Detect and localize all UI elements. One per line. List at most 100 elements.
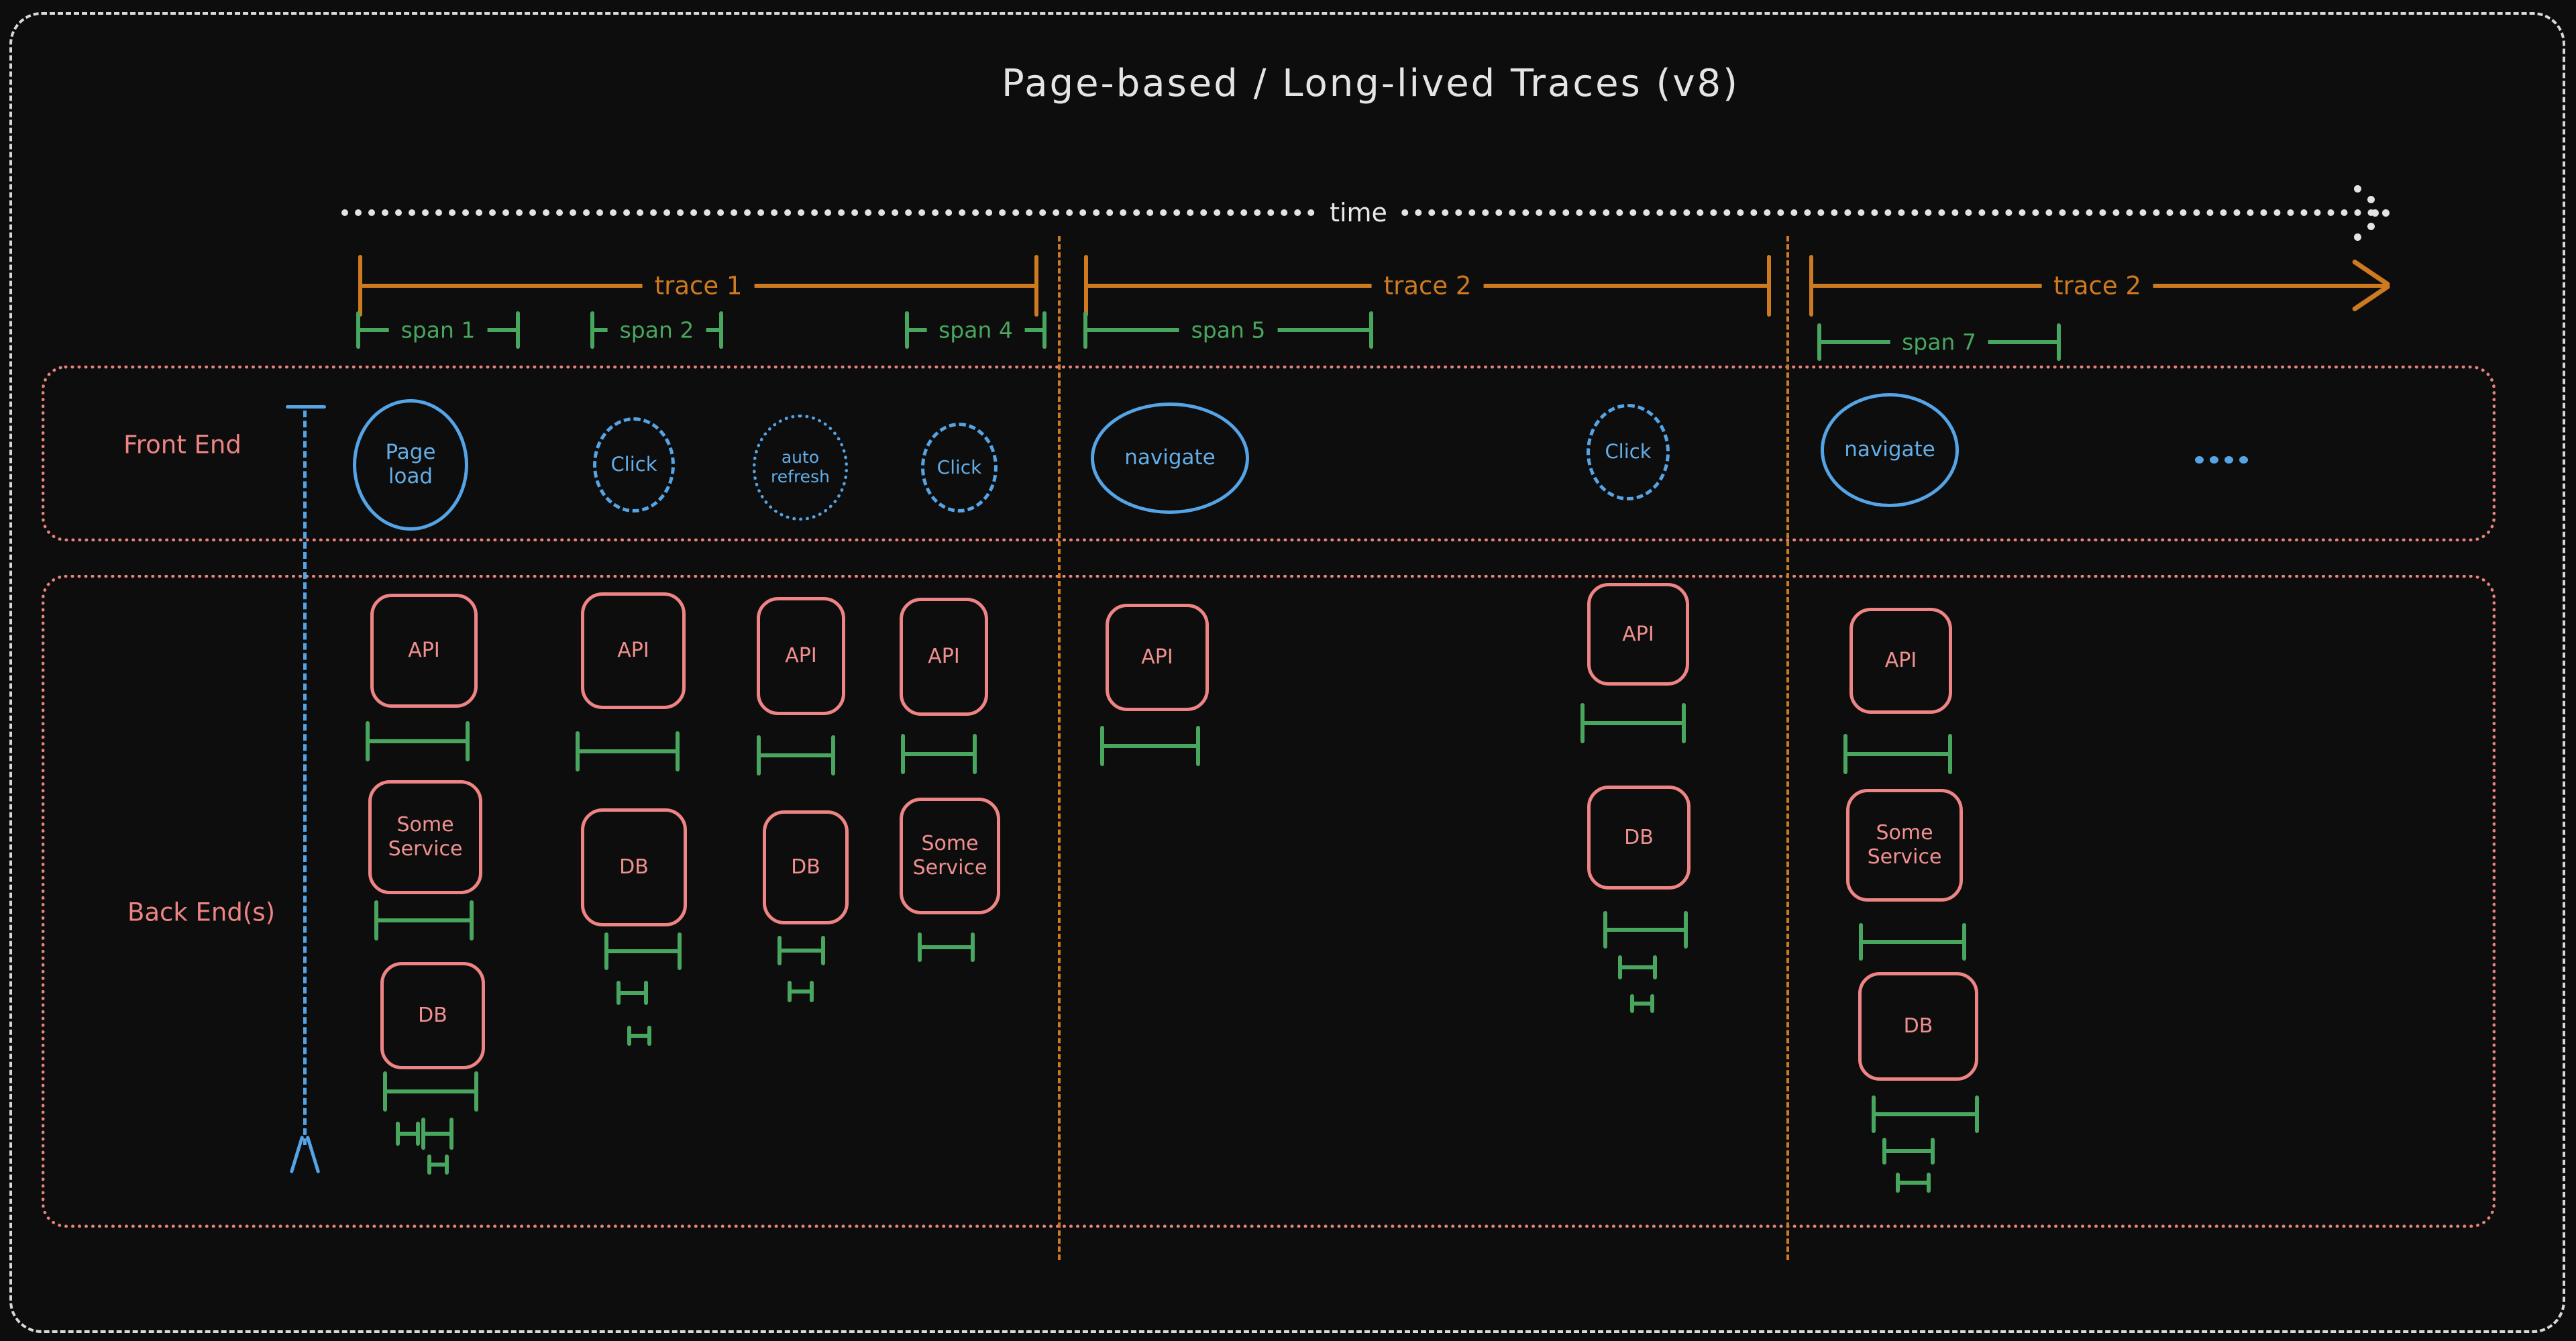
backend-span-bracket bbox=[576, 731, 680, 771]
bracket-line bbox=[1872, 1112, 1979, 1116]
backend-box-db: DB bbox=[763, 810, 849, 924]
frontend-event-page-load: Page load bbox=[353, 399, 468, 531]
frontend-event-click: Click bbox=[593, 417, 675, 513]
backend-span-bracket bbox=[901, 734, 977, 774]
backend-span-bracket bbox=[1618, 955, 1657, 979]
backend-box-some: Some Service bbox=[368, 780, 482, 894]
backend-box-db: DB bbox=[581, 808, 687, 926]
backend-span-bracket bbox=[1872, 1095, 1979, 1133]
ellipsis-dot-icon bbox=[2210, 456, 2218, 464]
backend-span-bracket bbox=[1630, 994, 1654, 1013]
bracket-line bbox=[1603, 928, 1688, 932]
backend-span-bracket bbox=[788, 981, 814, 1002]
ellipsis-dot-icon bbox=[2239, 456, 2248, 464]
frontend-lane-label: Front End bbox=[123, 430, 241, 460]
backend-lane bbox=[42, 575, 2496, 1228]
span-bar: span 7 bbox=[1817, 323, 2061, 361]
span-label: span 1 bbox=[388, 317, 488, 343]
bracket-line bbox=[1618, 965, 1657, 969]
frontend-event-click: Click bbox=[1587, 404, 1670, 500]
bracket-line bbox=[366, 739, 470, 743]
bracket-line bbox=[1100, 744, 1200, 748]
bracket-line bbox=[396, 1132, 420, 1136]
frontend-lane bbox=[42, 366, 2496, 541]
backend-lane-label: Back End(s) bbox=[127, 898, 276, 927]
backend-box-db: DB bbox=[380, 962, 485, 1069]
flow-down-arrow-top-cap bbox=[286, 405, 326, 409]
time-axis: time bbox=[341, 198, 2375, 227]
backend-span-bracket bbox=[1896, 1173, 1931, 1193]
backend-span-bracket bbox=[1580, 703, 1686, 743]
backend-box-api: API bbox=[1587, 583, 1689, 686]
backend-span-bracket bbox=[1100, 726, 1200, 766]
bracket-line bbox=[616, 991, 648, 995]
backend-span-bracket bbox=[427, 1155, 449, 1175]
backend-span-bracket bbox=[1603, 911, 1688, 949]
bracket-line bbox=[604, 949, 682, 953]
bracket-line bbox=[1580, 721, 1686, 725]
outer-border bbox=[9, 12, 2565, 1333]
backend-span-bracket bbox=[627, 1026, 651, 1046]
backend-box-api: API bbox=[900, 598, 988, 716]
backend-span-bracket bbox=[383, 1071, 478, 1112]
more-events-ellipsis bbox=[2195, 456, 2248, 464]
bracket-line bbox=[374, 918, 474, 922]
bracket-line bbox=[1630, 1002, 1654, 1006]
span-label: span 4 bbox=[926, 317, 1025, 343]
bracket-line bbox=[757, 753, 835, 757]
bracket-line bbox=[627, 1034, 651, 1038]
bracket-line bbox=[901, 752, 977, 756]
backend-span-bracket bbox=[1859, 923, 1966, 961]
bracket-line bbox=[788, 989, 814, 994]
flow-down-arrow-line bbox=[303, 411, 307, 1145]
span-label: span 2 bbox=[607, 317, 706, 343]
trace-label: trace 2 bbox=[2041, 271, 2153, 301]
backend-span-bracket bbox=[1882, 1138, 1935, 1165]
bracket-line bbox=[1843, 752, 1952, 756]
span-bar: span 5 bbox=[1083, 311, 1373, 349]
backend-box-some: Some Service bbox=[900, 798, 1000, 914]
backend-span-bracket bbox=[421, 1118, 453, 1150]
backend-box-db: DB bbox=[1587, 786, 1690, 890]
span-label: span 5 bbox=[1179, 317, 1278, 343]
span-bar: span 2 bbox=[590, 311, 723, 349]
backend-span-bracket bbox=[757, 735, 835, 775]
trace-divider-line bbox=[1786, 236, 1789, 1260]
bracket-line bbox=[1859, 940, 1966, 944]
span-bar: span 4 bbox=[905, 311, 1046, 349]
span-label: span 7 bbox=[1890, 329, 1988, 356]
bracket-line bbox=[576, 749, 680, 753]
backend-span-bracket bbox=[1843, 734, 1952, 774]
backend-span-bracket bbox=[777, 936, 825, 965]
bracket-line bbox=[383, 1089, 478, 1093]
backend-span-bracket bbox=[918, 932, 975, 962]
backend-box-api: API bbox=[757, 597, 845, 715]
frontend-event-navigate: navigate bbox=[1821, 393, 1959, 507]
page-title: Page-based / Long-lived Traces (v8) bbox=[1001, 62, 1740, 105]
bracket-line bbox=[421, 1132, 453, 1136]
trace-arrowhead-icon bbox=[2351, 258, 2391, 288]
trace-bar: trace 2 bbox=[1084, 255, 1771, 317]
span-bar: span 1 bbox=[356, 311, 520, 349]
trace-label: trace 1 bbox=[642, 271, 755, 301]
bracket-line bbox=[777, 949, 825, 953]
time-axis-label: time bbox=[1316, 198, 1401, 227]
backend-box-api: API bbox=[370, 594, 478, 708]
bracket-line bbox=[918, 945, 975, 949]
ellipsis-dot-icon bbox=[2195, 456, 2204, 464]
backend-span-bracket bbox=[616, 981, 648, 1005]
ellipsis-dot-icon bbox=[2224, 456, 2233, 464]
backend-box-api: API bbox=[581, 592, 686, 709]
frontend-event-navigate: navigate bbox=[1091, 403, 1249, 514]
time-axis-arrowhead-icon bbox=[2382, 209, 2390, 217]
bracket-line bbox=[1882, 1149, 1935, 1153]
backend-box-api: API bbox=[1849, 608, 1952, 714]
backend-span-bracket bbox=[366, 721, 470, 761]
trace-label: trace 2 bbox=[1371, 271, 1484, 301]
backend-span-bracket bbox=[374, 900, 474, 941]
backend-box-db: DB bbox=[1858, 972, 1978, 1081]
trace-divider-line bbox=[1058, 236, 1061, 1260]
bracket-line bbox=[427, 1163, 449, 1167]
backend-span-bracket bbox=[396, 1122, 420, 1146]
